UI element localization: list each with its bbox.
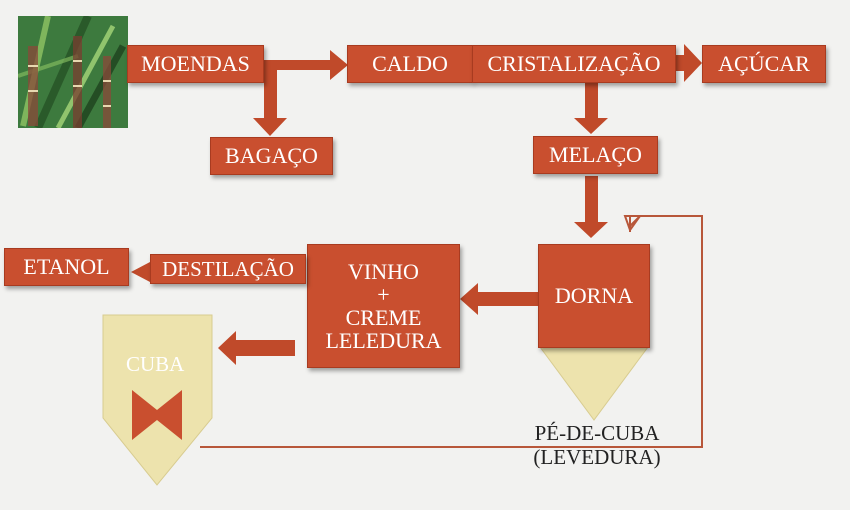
acucar-box: AÇÚCAR — [702, 45, 826, 83]
recycle-line — [200, 215, 703, 448]
arrow-vinho-destilacao — [131, 262, 150, 282]
vinho-box: VINHO + CREME LELEDURA — [307, 244, 460, 368]
moendas-box: MOENDAS — [127, 45, 264, 83]
bagaco-label: BAGAÇO — [225, 143, 318, 169]
recycle-arrowhead — [623, 215, 642, 233]
dorna-cone — [539, 346, 649, 421]
creme-label: CREME — [345, 305, 422, 330]
pe-de-cuba-caption: PÉ-DE-CUBA (LEVEDURA) — [522, 421, 672, 469]
acucar-label: AÇÚCAR — [718, 51, 810, 77]
dorna-box: DORNA — [538, 244, 650, 348]
melaco-label: MELAÇO — [549, 142, 642, 168]
arrow-moendas-caldo — [263, 50, 348, 80]
plus-label: + — [377, 281, 390, 307]
arrow-melaco-dorna — [574, 176, 608, 238]
dorna-label: DORNA — [554, 283, 634, 309]
arrow-creme-cuba — [218, 331, 295, 365]
sugarcane-image — [18, 16, 128, 128]
caldo-box: CALDO — [347, 45, 473, 83]
moendas-label: MOENDAS — [141, 51, 250, 77]
cuba-label: CUBA — [126, 352, 185, 376]
cristalizacao-box: CRISTALIZAÇÃO — [472, 45, 676, 83]
etanol-box: ETANOL — [4, 248, 129, 286]
leledura-label: LELEDURA — [325, 328, 442, 354]
bagaco-box: BAGAÇO — [210, 137, 333, 175]
etanol-label: ETANOL — [23, 254, 110, 280]
bowtie-valve-icon — [132, 390, 182, 440]
destilacao-label: DESTILAÇÃO — [162, 256, 294, 281]
levedura-label: (LEVEDURA) — [533, 445, 661, 470]
arrow-cristalizacao-acucar — [672, 44, 702, 82]
cristalizacao-label: CRISTALIZAÇÃO — [487, 51, 661, 77]
pe-de-cuba-label: PÉ-DE-CUBA — [534, 421, 660, 445]
vinho-label: VINHO — [348, 258, 419, 284]
sugarcane-icon — [18, 16, 128, 128]
caldo-label: CALDO — [372, 51, 448, 77]
arrow-moendas-bagaco — [253, 70, 287, 136]
arrow-dorna-vinho — [460, 283, 538, 315]
melaco-box: MELAÇO — [533, 136, 658, 174]
arrow-cristalizacao-melaco — [574, 80, 608, 134]
destilacao-box: DESTILAÇÃO — [150, 254, 306, 284]
cuba-vessel — [102, 314, 213, 486]
